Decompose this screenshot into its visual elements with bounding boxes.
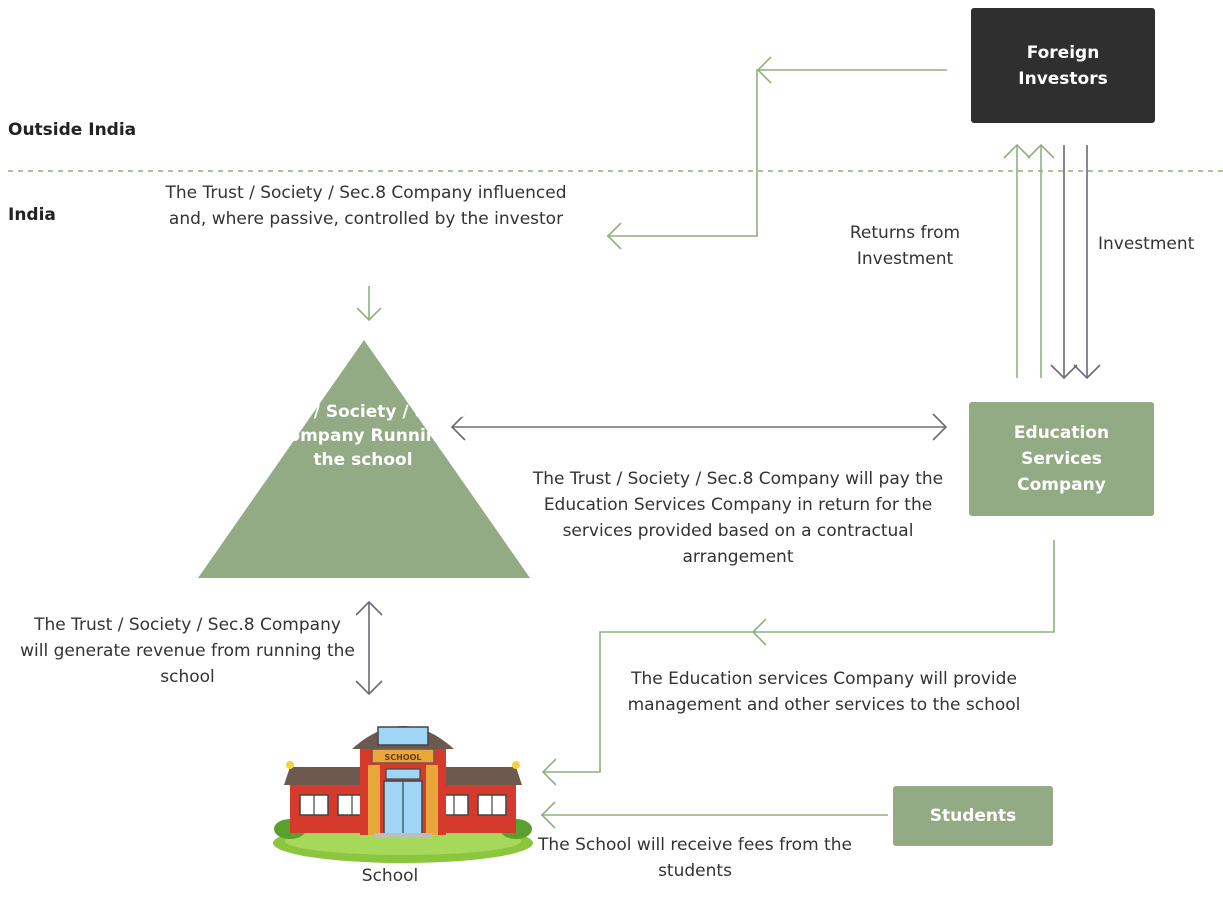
- management-arrow: [541, 540, 1055, 786]
- students-box: Students: [893, 786, 1053, 846]
- investment-arrows: [1050, 145, 1101, 380]
- trust-label: Trust / Society / Sec.8 Company Running …: [259, 402, 467, 470]
- fees-arrow: [540, 801, 888, 829]
- school-sign: SCHOOL: [384, 753, 421, 762]
- revenue-arrow: [355, 600, 383, 696]
- outside-india-label: Outside India: [8, 120, 137, 140]
- foreign-investors-box: Foreign Investors: [971, 8, 1155, 123]
- education-services-box: Education Services Company: [969, 402, 1154, 516]
- investment-note: Investment: [1098, 234, 1195, 254]
- payment-arrow: [450, 413, 948, 441]
- foreign-investors-label: Foreign Investors: [1018, 42, 1108, 89]
- returns-arrows: [1003, 143, 1055, 378]
- control-arrow: [606, 56, 947, 250]
- trust-triangle: [198, 340, 530, 578]
- management-note: The Education services Company will prov…: [627, 669, 1021, 715]
- returns-note: Returns from Investment: [849, 223, 961, 269]
- school-label: School: [361, 866, 419, 886]
- school-illustration: SCHOOL: [273, 726, 533, 863]
- down-arrow-to-trust: [356, 286, 382, 322]
- education-services-label: Education Services Company: [1013, 423, 1110, 495]
- trust-control-note: The Trust / Society / Sec.8 Company infl…: [165, 183, 567, 229]
- india-label: India: [8, 205, 56, 225]
- revenue-note: The Trust / Society / Sec.8 Company will…: [20, 615, 355, 687]
- fees-note: The School will receive fees from the st…: [538, 835, 852, 881]
- payment-note: The Trust / Society / Sec.8 Company will…: [532, 469, 944, 567]
- students-label: Students: [929, 806, 1017, 826]
